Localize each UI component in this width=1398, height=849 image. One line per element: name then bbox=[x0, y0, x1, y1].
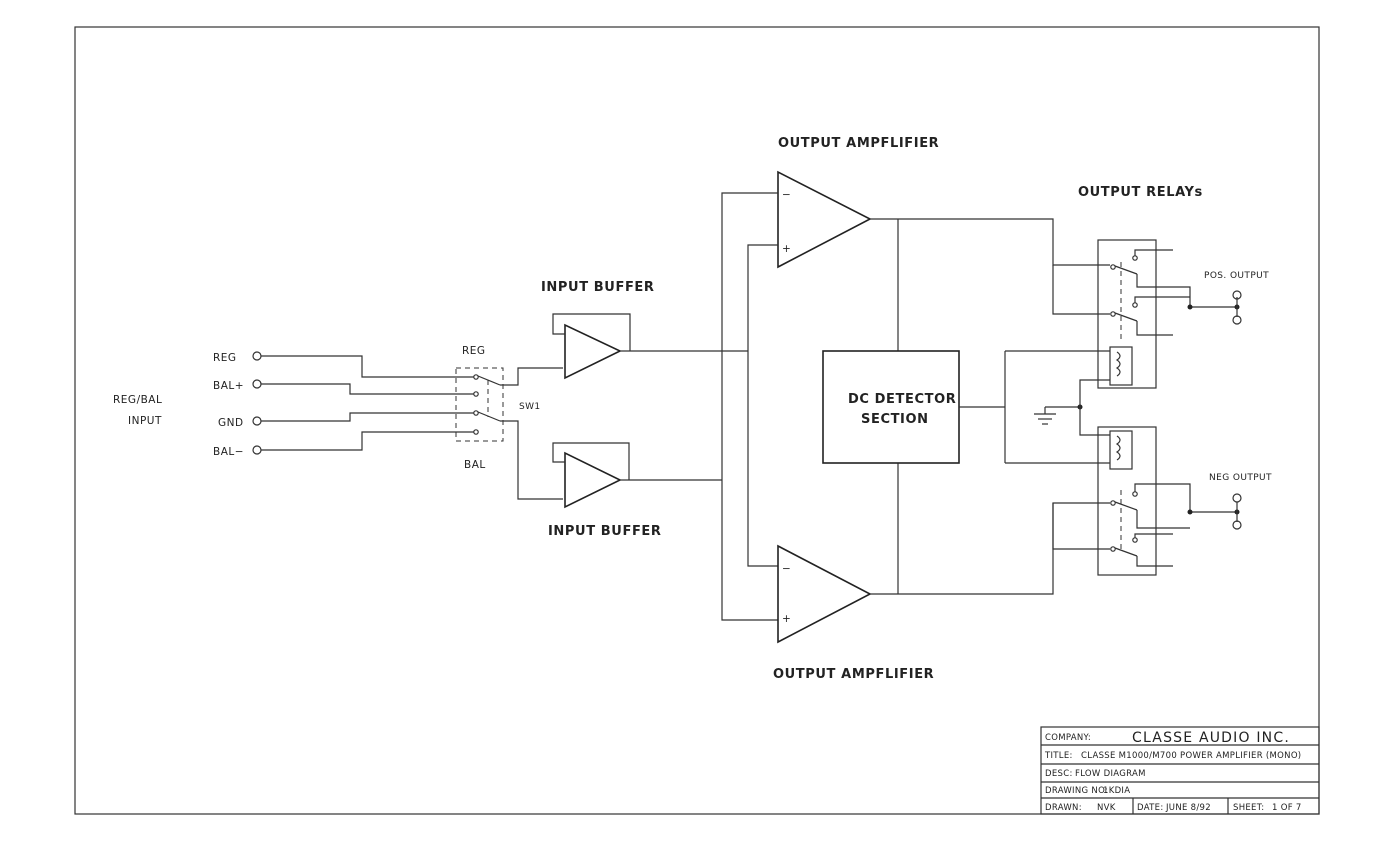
wire-sw-to-buffer-bottom bbox=[500, 420, 563, 500]
terminal-label-bal-plus: BAL+ bbox=[213, 380, 244, 392]
relay-neg-coil bbox=[1109, 430, 1133, 470]
amp-triangle bbox=[777, 170, 872, 269]
terminal-bal-minus bbox=[252, 445, 262, 455]
neg-output-terminal bbox=[1232, 520, 1242, 530]
switch-contact bbox=[473, 410, 479, 416]
dc-detector-box bbox=[822, 350, 960, 464]
input-buffer-bottom-label: INPUT BUFFER bbox=[548, 524, 662, 539]
tb-title-label: TITLE: bbox=[1044, 751, 1073, 761]
switch-contact bbox=[473, 391, 479, 397]
opamp-plus: + bbox=[782, 243, 791, 255]
switch-contact bbox=[473, 429, 479, 435]
tb-drawn-value: NVK bbox=[1097, 803, 1116, 813]
output-relays: OUTPUT RELAYs POS. OUTPUT bbox=[1052, 185, 1272, 576]
switch-contact bbox=[473, 374, 479, 380]
relay-neg-enclosure bbox=[1097, 426, 1157, 576]
pos-output-terminal bbox=[1232, 315, 1242, 325]
tb-drawing-no-label: DRAWING NO: bbox=[1045, 786, 1108, 796]
input-buffer-top: INPUT BUFFER bbox=[541, 280, 748, 380]
pos-output-label: POS. OUTPUT bbox=[1204, 271, 1269, 281]
tb-title-value: CLASSE M1000/M700 POWER AMPLIFIER (MONO) bbox=[1081, 751, 1301, 761]
tb-drawing-no-value: 1KDIA bbox=[1103, 786, 1130, 796]
dc-detector-line1: DC DETECTOR bbox=[848, 392, 956, 407]
tb-sheet-label: SHEET: bbox=[1233, 803, 1264, 813]
coil-winding bbox=[1115, 435, 1121, 461]
switch-blade bbox=[477, 375, 501, 386]
dc-detector-line2: SECTION bbox=[861, 412, 929, 427]
tb-company-value: CLASSE AUDIO INC. bbox=[1132, 730, 1290, 746]
output-amplifier-bottom: OUTPUT AMPFLIFIER − + bbox=[773, 502, 1110, 682]
opamp-minus: − bbox=[782, 563, 791, 575]
switch-blade bbox=[477, 411, 501, 422]
output-relays-label: OUTPUT RELAYs bbox=[1078, 185, 1203, 200]
tb-date-value: JUNE 8/92 bbox=[1165, 803, 1211, 813]
coil-winding bbox=[1115, 351, 1121, 377]
neg-output-terminal bbox=[1232, 493, 1242, 503]
dc-detector-section: DC DETECTOR SECTION bbox=[822, 219, 1110, 594]
tb-desc-value: FLOW DIAGRAM bbox=[1075, 769, 1146, 779]
wire-reg bbox=[261, 355, 474, 378]
switch-sw1: REG BAL SW1 bbox=[455, 345, 563, 500]
input-label-line1: REG/BAL bbox=[113, 394, 162, 406]
wire-bal-minus bbox=[261, 431, 474, 451]
input-section: REG/BAL INPUT REG BAL+ GND BAL− bbox=[113, 351, 474, 458]
wire-gnd bbox=[261, 412, 474, 422]
buffer-triangle bbox=[564, 323, 622, 380]
pos-output-terminal bbox=[1232, 290, 1242, 300]
output-amplifier-top: OUTPUT AMPFLIFIER − + bbox=[721, 136, 1110, 621]
wire-amp-top-out bbox=[870, 218, 1110, 266]
wire-feedback-rail bbox=[721, 192, 778, 621]
terminal-label-gnd: GND bbox=[218, 417, 244, 429]
wire-input-rail bbox=[747, 244, 778, 567]
switch-label-bal: BAL bbox=[464, 459, 486, 471]
tb-date-label: DATE: bbox=[1137, 803, 1163, 813]
terminal-label-reg: REG bbox=[213, 352, 237, 364]
switch-enclosure bbox=[455, 367, 504, 442]
title-block: COMPANY: CLASSE AUDIO INC. TITLE: CLASSE… bbox=[1040, 726, 1320, 815]
tb-company-label: COMPANY: bbox=[1045, 733, 1091, 743]
switch-label-sw1: SW1 bbox=[519, 402, 541, 412]
tb-desc-label: DESC: bbox=[1045, 769, 1073, 779]
buffer-feedback bbox=[552, 313, 631, 351]
wire-sw-to-buffer-top bbox=[500, 367, 563, 386]
terminal-gnd bbox=[252, 416, 262, 426]
relay-pos-coil bbox=[1109, 346, 1133, 386]
tb-drawn-label: DRAWN: bbox=[1045, 803, 1082, 813]
neg-output-label: NEG OUTPUT bbox=[1209, 473, 1272, 483]
sheet-border bbox=[74, 26, 1320, 815]
input-buffer-bottom: INPUT BUFFER bbox=[548, 442, 722, 539]
output-amp-top-label: OUTPUT AMPFLIFIER bbox=[778, 136, 939, 151]
opamp-plus: + bbox=[782, 613, 791, 625]
ground-symbol bbox=[1034, 379, 1110, 436]
input-label-line2: INPUT bbox=[128, 415, 162, 427]
terminal-bal-plus bbox=[252, 379, 262, 389]
buffer-triangle bbox=[564, 451, 622, 509]
wire-bal-plus bbox=[261, 383, 474, 395]
terminal-reg bbox=[252, 351, 262, 361]
opamp-minus: − bbox=[782, 189, 791, 201]
output-amp-bottom-label: OUTPUT AMPFLIFIER bbox=[773, 667, 934, 682]
switch-label-reg: REG bbox=[462, 345, 486, 357]
terminal-label-bal-minus: BAL− bbox=[213, 446, 244, 458]
amp-triangle bbox=[777, 544, 872, 644]
buffer-feedback bbox=[552, 442, 630, 480]
tb-sheet-value: 1 OF 7 bbox=[1272, 803, 1302, 813]
input-buffer-top-label: INPUT BUFFER bbox=[541, 280, 655, 295]
